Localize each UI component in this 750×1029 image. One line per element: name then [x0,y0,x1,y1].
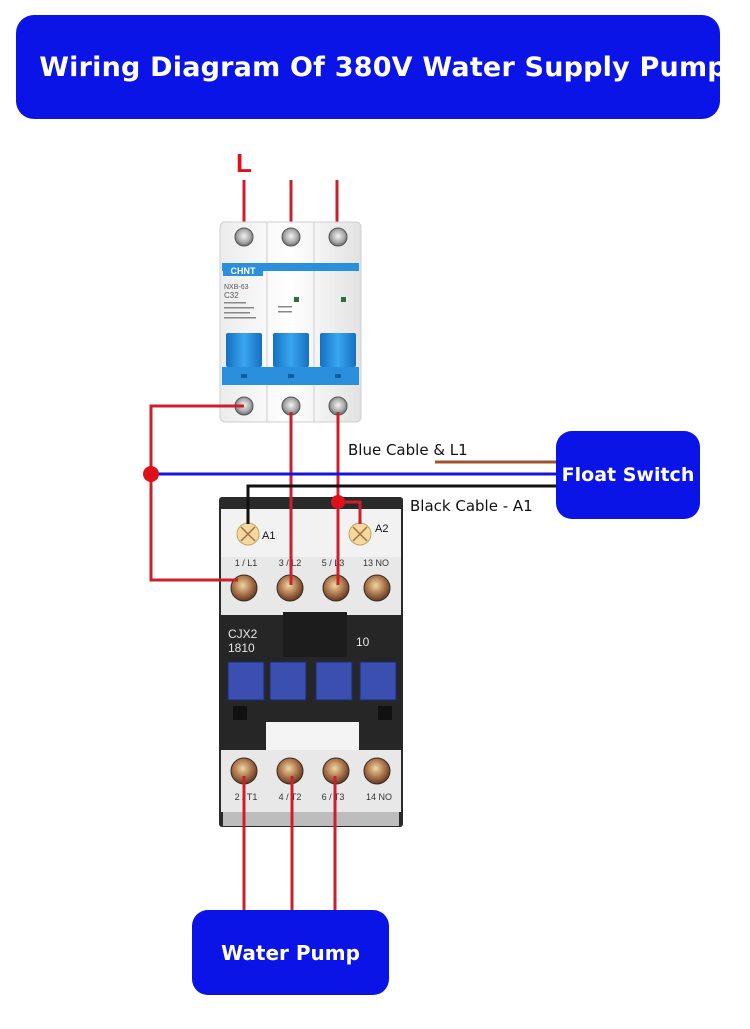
junction-l1-blue [143,466,159,482]
wire-l1-feed [149,404,244,582]
circuit-breaker: CHNT NXB-63 C32 [219,221,362,423]
contactor-model-line2: 1810 [228,641,255,655]
float-switch-label: Float Switch [561,464,695,486]
terminal-label-4-t2: 4 / T2 [279,792,302,802]
terminal-label-13-no: 13 NO [363,558,389,568]
coil-label-a2: A2 [375,523,388,535]
breaker-brand: CHNT [231,266,256,276]
breaker-rating: C32 [224,291,239,300]
breaker-top-screws [234,227,348,247]
breaker-model: NXB-63 [224,284,249,291]
water-pump-box: Water Pump [192,910,389,995]
black-cable-label: Black Cable - A1 [410,497,533,515]
terminal-label-5-l3: 5 / L3 [322,558,345,568]
water-pump-label: Water Pump [221,940,360,965]
blue-cable-label: Blue Cable & L1 [348,441,468,459]
breaker-handles [222,333,359,385]
title-banner: Wiring Diagram Of 380V Water Supply Pump [16,15,727,119]
coil-label-a1: A1 [262,530,275,542]
contactor: CJX2 1810 10 1 / L1 3 / L2 5 / L3 13 NO … [219,497,403,827]
breaker-brand-badge [223,264,263,276]
contactor-aux-label: 10 [356,635,370,649]
terminal-label-1-l1: 1 / L1 [235,558,258,568]
supply-label: L [236,148,252,178]
contactor-model-line1: CJX2 [228,627,258,641]
contactor-windows [227,661,397,701]
diagram-title: Wiring Diagram Of 380V Water Supply Pump [39,51,727,83]
terminal-label-2-t1: 2 / T1 [235,792,258,802]
wire-a2-bridge [338,500,362,524]
coil-terminal-a2: A2 [348,522,388,546]
terminal-label-14-no: 14 NO [366,792,392,802]
contactor-top-terminals [230,574,391,602]
contactor-bottom-terminals [230,757,391,785]
black-cable [246,484,558,524]
junction-l3-a2 [331,495,345,509]
float-switch-box: Float Switch [556,431,700,519]
terminal-label-6-t3: 6 / T3 [322,792,345,802]
